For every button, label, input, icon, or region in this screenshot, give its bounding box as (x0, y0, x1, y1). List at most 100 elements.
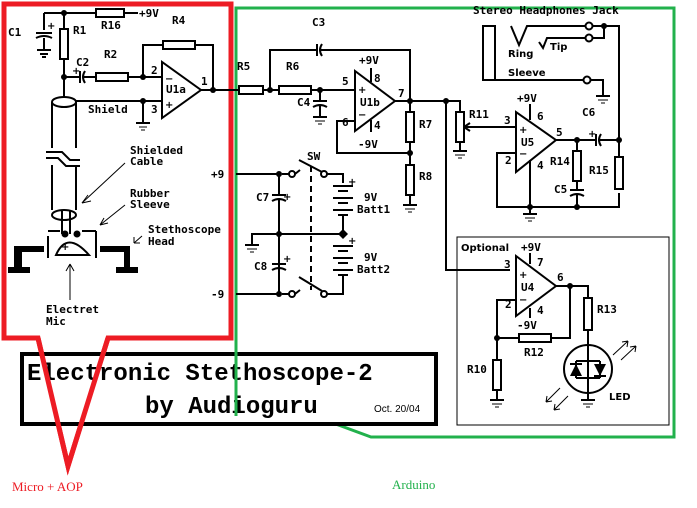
svg-text:R12: R12 (524, 346, 544, 359)
svg-text:-9: -9 (211, 288, 224, 301)
svg-text:R14: R14 (550, 155, 570, 168)
svg-text:Shielded: Shielded (130, 144, 183, 157)
power-supply: +9 -9 SW C7 + C8 + + 9V Batt1 (211, 150, 390, 301)
svg-text:2: 2 (505, 154, 512, 167)
label-r16: R16 (101, 19, 121, 32)
svg-text:C4: C4 (297, 96, 311, 109)
label-c2: C2 (76, 56, 89, 69)
filter-stage: R5 R6 C3 C4 + − U1b 5 6 7 8 4 +9V -9V R7 (232, 16, 510, 271)
svg-text:+: + (165, 100, 173, 111)
svg-text:6: 6 (557, 271, 564, 284)
resistor-r10 (492, 359, 502, 391)
label-pos9v: +9V (139, 7, 159, 20)
svg-text:2: 2 (151, 64, 158, 77)
svg-text:+9V: +9V (521, 241, 541, 254)
svg-text:−: − (519, 149, 527, 160)
svg-text:+: + (61, 242, 69, 253)
svg-text:3: 3 (151, 103, 158, 116)
svg-text:9V: 9V (364, 191, 378, 204)
svg-text:1: 1 (201, 75, 208, 88)
svg-text:Ring: Ring (508, 49, 533, 60)
input-stage: +9V R16 + C1 R1 + C2 R2 R4 − + U1a 2 3 1 (8, 7, 232, 328)
svg-text:-9V: -9V (517, 319, 537, 332)
svg-text:R6: R6 (286, 60, 300, 73)
svg-text:−: − (165, 74, 173, 85)
optional-box (456, 236, 670, 426)
svg-text:Rubber: Rubber (130, 187, 170, 200)
svg-text:+: + (519, 125, 527, 136)
svg-text:U4: U4 (521, 281, 535, 294)
svg-text:+: + (348, 236, 356, 247)
svg-text:4: 4 (374, 119, 381, 132)
svg-text:3: 3 (504, 114, 511, 127)
svg-text:C3: C3 (312, 16, 325, 29)
svg-text:4: 4 (537, 159, 544, 172)
svg-text:C7: C7 (256, 191, 269, 204)
title-date: Oct. 20/04 (374, 404, 421, 415)
battery-batt2: + 9V Batt2 (333, 236, 390, 286)
svg-text:+: + (283, 192, 291, 203)
resistor-r12 (518, 333, 552, 343)
svg-text:−: − (519, 295, 527, 306)
label-r4: R4 (172, 14, 186, 27)
svg-text:Batt1: Batt1 (357, 203, 390, 216)
label-c1: C1 (8, 26, 22, 39)
stethoscope-head (8, 246, 44, 273)
shielded-cable (51, 96, 77, 108)
svg-text:5: 5 (342, 75, 349, 88)
svg-text:+: + (72, 66, 80, 77)
svg-text:7: 7 (537, 256, 544, 269)
annotation-micro-aop: Micro + AOP (12, 479, 83, 494)
svg-text:+: + (588, 129, 596, 140)
battery-batt1: + 9V Batt1 (333, 177, 390, 234)
svg-text:R11: R11 (469, 108, 489, 121)
opamp-u5 (515, 110, 558, 175)
svg-text:Tip: Tip (550, 42, 567, 53)
svg-text:+: + (358, 85, 366, 96)
svg-text:C6: C6 (582, 106, 596, 119)
label-sw: SW (307, 150, 321, 163)
opamp-u1b (354, 69, 397, 133)
label-r1: R1 (73, 24, 87, 37)
svg-text:−: − (358, 110, 366, 121)
svg-text:+9V: +9V (517, 92, 537, 105)
svg-text:6: 6 (537, 110, 544, 123)
resistor-r4 (162, 40, 196, 50)
svg-text:+9V: +9V (359, 54, 379, 67)
resistor-r8 (405, 164, 415, 196)
label-jack: Stereo Headphones Jack (473, 4, 619, 17)
resistor-r14 (572, 150, 582, 182)
label-shield: Shield (88, 103, 128, 116)
svg-text:U1b: U1b (360, 96, 380, 109)
title-line2: by Audioguru (145, 394, 318, 421)
svg-text:Mic: Mic (46, 315, 66, 328)
resistor-r2 (95, 72, 129, 82)
svg-text:Electret: Electret (46, 303, 99, 316)
potentiometer-r11 (455, 111, 465, 143)
resistor-r15 (614, 156, 624, 190)
resistor-r16 (95, 8, 125, 18)
svg-text:Sleeve: Sleeve (130, 198, 170, 211)
svg-text:R7: R7 (419, 118, 432, 131)
svg-text:Cable: Cable (130, 155, 163, 168)
svg-text:3: 3 (504, 258, 511, 271)
svg-text:+: + (348, 177, 356, 188)
svg-text:8: 8 (374, 72, 381, 85)
svg-text:7: 7 (398, 87, 405, 100)
svg-text:2: 2 (505, 298, 512, 311)
svg-text:+: + (283, 254, 291, 265)
svg-text:+9: +9 (211, 168, 224, 181)
svg-text:9V: 9V (364, 251, 378, 264)
svg-text:+: + (519, 270, 527, 281)
resistor-r13 (583, 297, 593, 331)
title-line1: Electronic Stethoscope-2 (27, 361, 373, 388)
opamp-u1a (161, 60, 203, 120)
svg-text:+: + (47, 21, 55, 32)
annotation-arduino: Arduino (392, 477, 435, 492)
svg-text:5: 5 (556, 126, 563, 139)
electret-mic (54, 241, 92, 256)
resistor-r6 (278, 85, 312, 95)
svg-text:Batt2: Batt2 (357, 263, 390, 276)
svg-text:Optional: Optional (461, 243, 509, 254)
